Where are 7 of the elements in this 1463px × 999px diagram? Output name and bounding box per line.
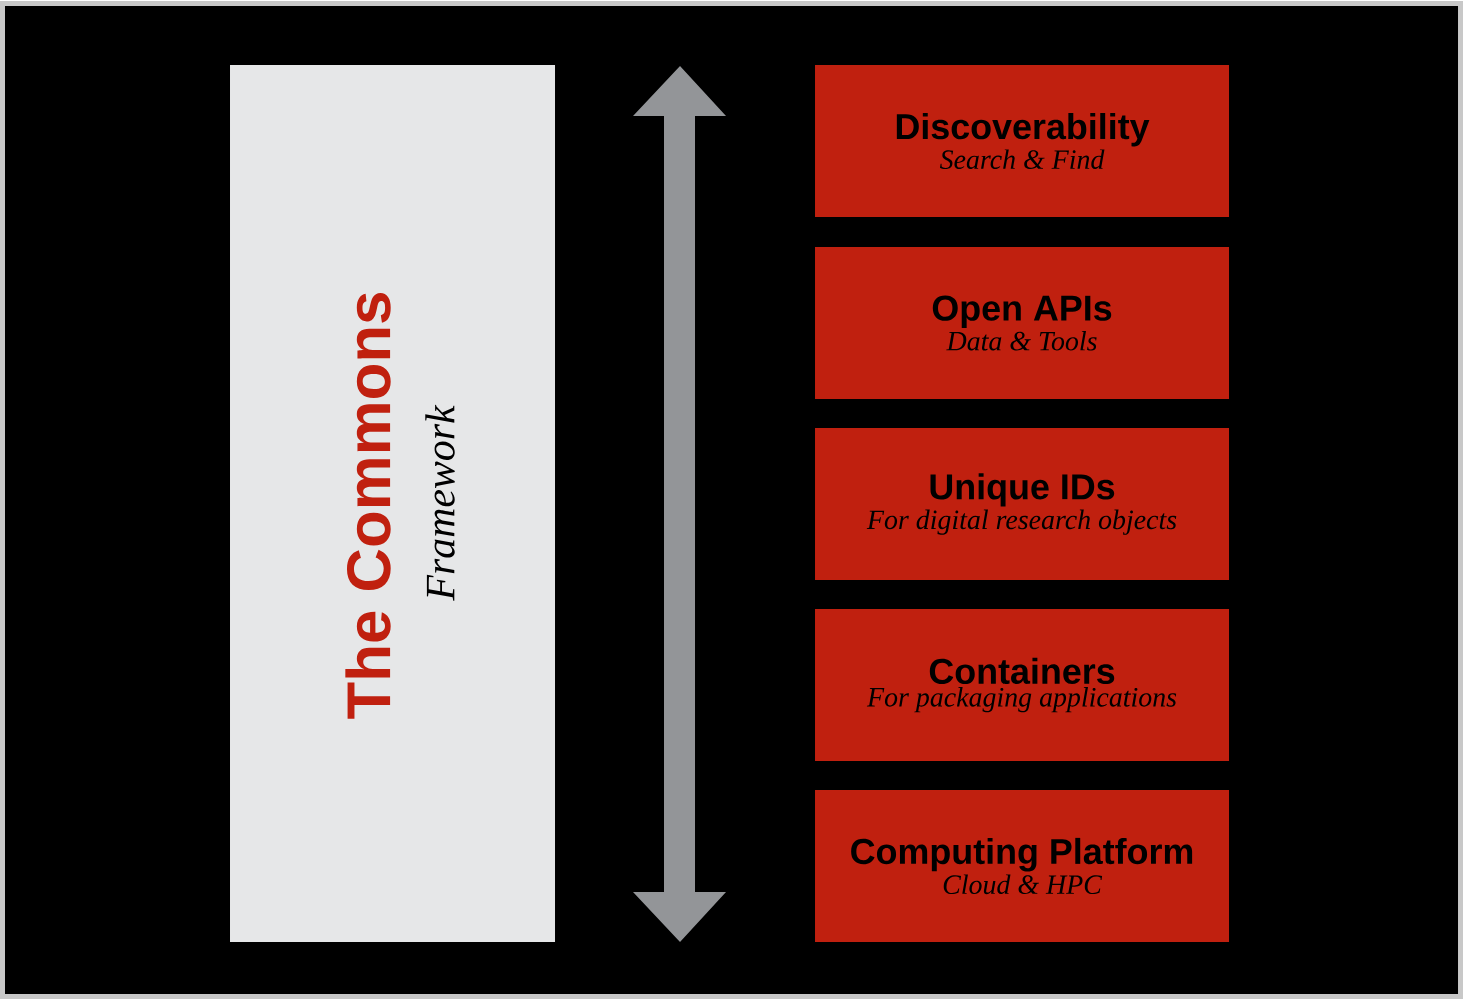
category-box: Unique IDs For digital research objects: [815, 428, 1229, 580]
category-box: Computing Platform Cloud & HPC: [815, 790, 1229, 942]
panel-title: The Commons: [345, 293, 391, 719]
category-box: Open APIs Data & Tools: [815, 247, 1229, 399]
category-box: Discoverability Search & Find: [815, 65, 1229, 217]
category-box: Containers For packaging applications: [815, 609, 1229, 761]
panel-subtitle: Framework: [425, 404, 455, 601]
